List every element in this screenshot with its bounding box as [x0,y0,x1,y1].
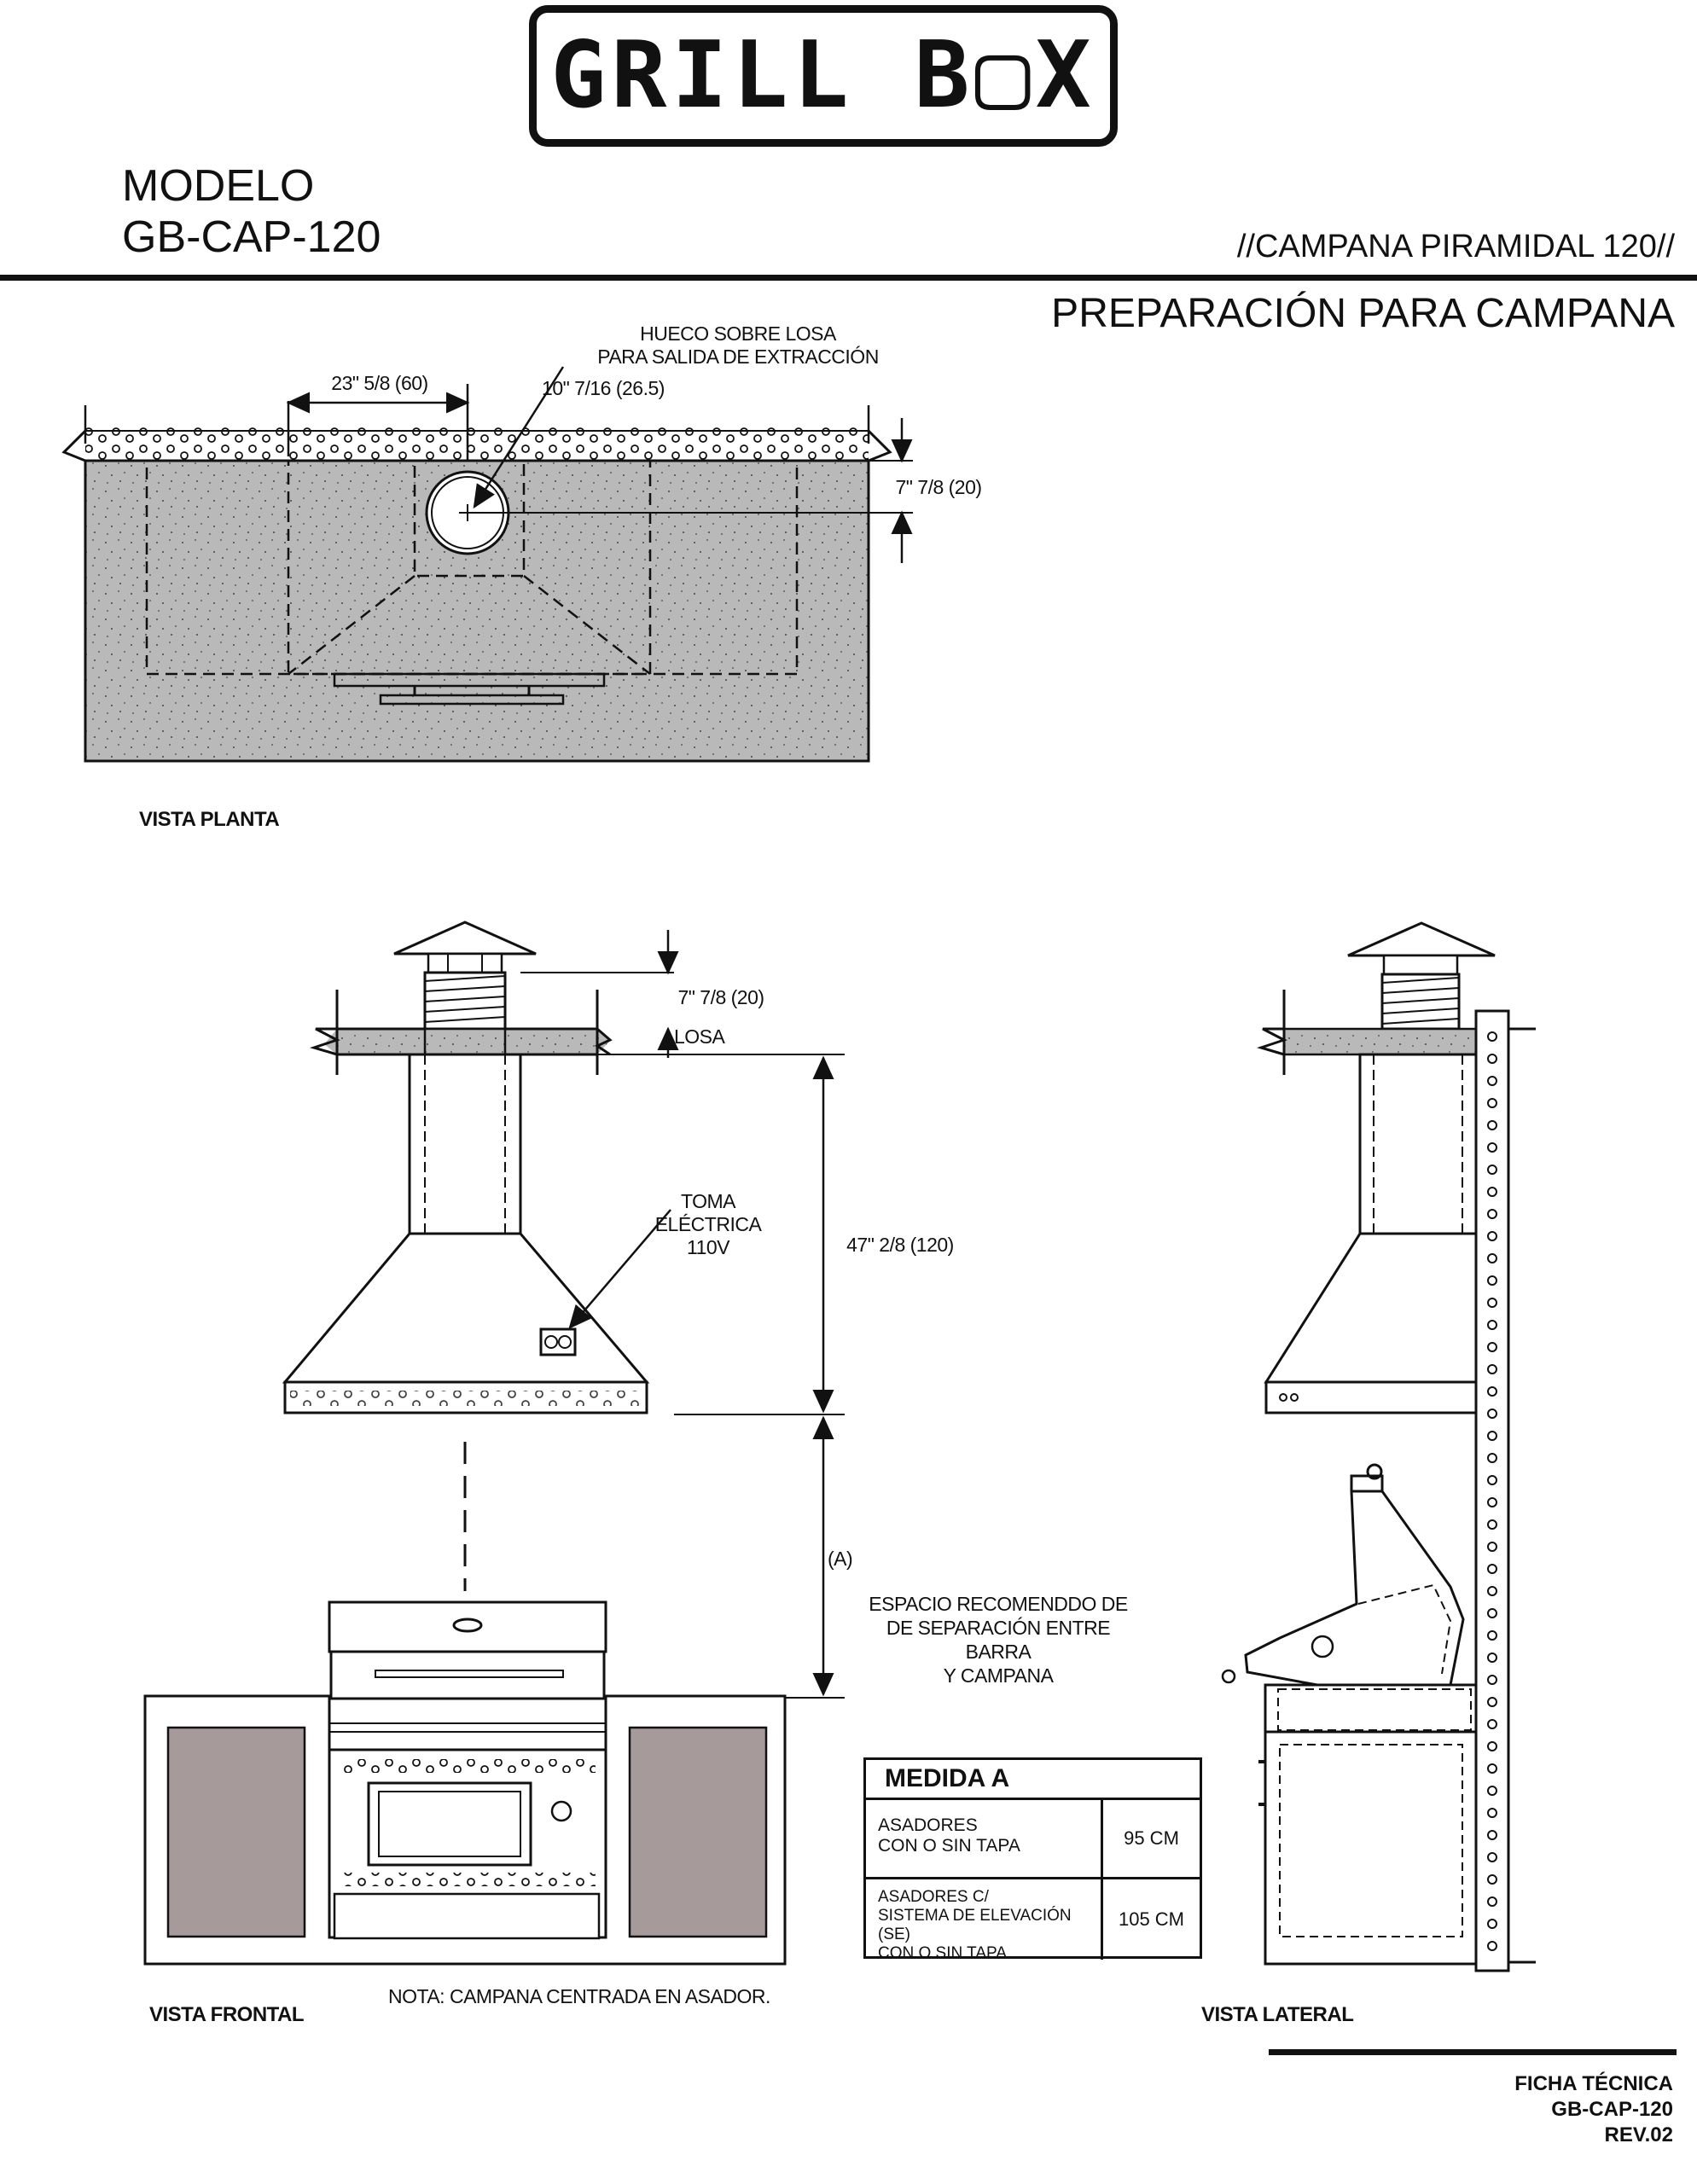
island-door-left [166,1726,306,1938]
wall-perforation [1487,1808,1497,1818]
wall-perforation [1487,1874,1497,1885]
wall-perforation [1487,1653,1497,1663]
outlet-note: TOMA ELÉCTRICA 110V [631,1190,785,1259]
row-line1: ASADORES [878,1815,978,1835]
dim-depth-label: 7" 7/8 (20) [895,476,982,498]
measure-a-table: MEDIDA A ASADORES CON O SIN TAPA 95 CM A… [863,1757,1202,1962]
footer-block: FICHA TÉCNICA GB-CAP-120 REV.02 [1514,2071,1673,2148]
wall-perforation [1487,1542,1497,1552]
wall-perforation [1487,1342,1497,1352]
grill-side-lid [1244,1490,1465,1687]
row-line2: CON O SIN TAPA [878,1836,1020,1856]
wall-perforation [1487,1630,1497,1641]
model-block: MODELO GB-CAP-120 [122,160,381,263]
row-line3: CON O SIN TAPA [878,1944,1007,1962]
slab-edge-band [85,427,869,461]
wall-perforation [1487,1409,1497,1419]
wall-perforation [1487,1830,1497,1840]
logo-text: GRILL B▢X [550,22,1096,129]
wall-perforation [1487,1941,1497,1951]
wall-perforation [1487,1675,1497,1685]
dim-width-label: 23" 5/8 (60) [331,372,428,394]
wall-section [1474,1009,1510,1972]
side-view-drawing [1221,921,1536,1972]
wall-perforation [1487,1786,1497,1796]
wall-perforation [1487,1719,1497,1729]
spacing-line1: ESPACIO RECOMENDDO DE [869,1593,1128,1615]
outlet-line1: TOMA ELÉCTRICA [654,1190,762,1235]
footer-line3: REV.02 [1604,2123,1673,2146]
wall-perforation [1487,1187,1497,1197]
slab-label: LOSA [674,1025,725,1048]
wall-perforation [1487,1209,1497,1219]
chimney-cap [393,921,537,956]
table-row: ASADORES CON O SIN TAPA 95 CM [866,1800,1200,1879]
wall-perforation [1487,1386,1497,1397]
row-line1: ASADORES C/ [878,1888,989,1906]
wall-perforation [1487,1031,1497,1042]
wall-perforation [1487,1453,1497,1463]
wall-perforation [1487,1098,1497,1108]
wall-perforation [1487,1519,1497,1530]
wall-perforation [1487,1497,1497,1507]
footer-rule [1269,2049,1677,2055]
front-view-label: VISTA FRONTAL [149,2003,305,2026]
front-dim-top-label: 7" 7/8 (20) [677,986,764,1008]
wall-perforation [1487,1120,1497,1130]
wall-perforation [1487,1165,1497,1175]
wall-perforation [1487,1741,1497,1751]
outlet-line2: 110V [686,1236,730,1258]
wall-perforation [1487,1142,1497,1153]
hole-note: HUECO SOBRE LOSA PARA SALIDA DE EXTRACCI… [597,322,879,369]
wall-perforation [1487,1298,1497,1308]
wall-perforation [1487,1475,1497,1485]
hole-note-line1: HUECO SOBRE LOSA [640,322,836,345]
wall-perforation [1487,1852,1497,1862]
plan-view-label: VISTA PLANTA [139,808,280,831]
dim-a-label: (A) [828,1548,853,1570]
section-title: PREPARACIÓN PARA CAMPANA [1051,291,1675,336]
wall-perforation [1487,1275,1497,1286]
wall-perforation [1487,1054,1497,1064]
row-line2: SISTEMA DE ELEVACIÓN (SE) [878,1907,1072,1943]
front-note: NOTA: CAMPANA CENTRADA EN ASADOR. [388,1985,770,2007]
wall-perforation [1487,1431,1497,1441]
hood-canopy [282,1232,650,1384]
table-row: ASADORES C/ SISTEMA DE ELEVACIÓN (SE) CO… [866,1879,1200,1962]
island-door-right [628,1726,768,1938]
wall-perforation [1487,1076,1497,1086]
plan-view-drawing [61,366,913,763]
wall-perforation [1487,1896,1497,1907]
grill-box-logo: GRILL B▢X [529,5,1118,147]
spacing-line2: DE SEPARACIÓN ENTRE BARRA [886,1617,1111,1663]
wall-perforation [1487,1320,1497,1330]
product-subtitle: //CAMPANA PIRAMIDAL 120// [1236,229,1675,264]
footer-line1: FICHA TÉCNICA [1514,2072,1673,2095]
row-value: 105 CM [1118,1908,1185,1930]
dim-hole-label: 10" 7/16 (26.5) [542,377,665,399]
wall-perforation [1487,1231,1497,1241]
wall-perforation [1487,1697,1497,1707]
wall-perforation [1487,1763,1497,1774]
wall-perforation [1487,1919,1497,1929]
footer-line2: GB-CAP-120 [1551,2098,1673,2121]
wall-perforation [1487,1253,1497,1263]
wall-perforation [1487,1586,1497,1596]
front-view-drawing [143,921,845,1966]
wall-perforation [1487,1608,1497,1618]
hole-note-line2: PARA SALIDA DE EXTRACCIÓN [597,346,879,368]
model-label: MODELO [122,161,315,211]
grill-side-cabinet [1264,1730,1478,1966]
spacing-note: ESPACIO RECOMENDDO DE DE SEPARACIÓN ENTR… [853,1592,1143,1687]
spacing-line3: Y CAMPANA [943,1664,1054,1687]
wall-perforation [1487,1364,1497,1374]
table-title: MEDIDA A [866,1760,1200,1800]
row-value: 95 CM [1124,1827,1179,1849]
wall-perforation [1487,1564,1497,1574]
dim-height-label: 47" 2/8 (120) [846,1234,954,1256]
model-code: GB-CAP-120 [122,212,381,262]
side-view-label: VISTA LATERAL [1201,2003,1354,2026]
header-divider [0,275,1697,281]
